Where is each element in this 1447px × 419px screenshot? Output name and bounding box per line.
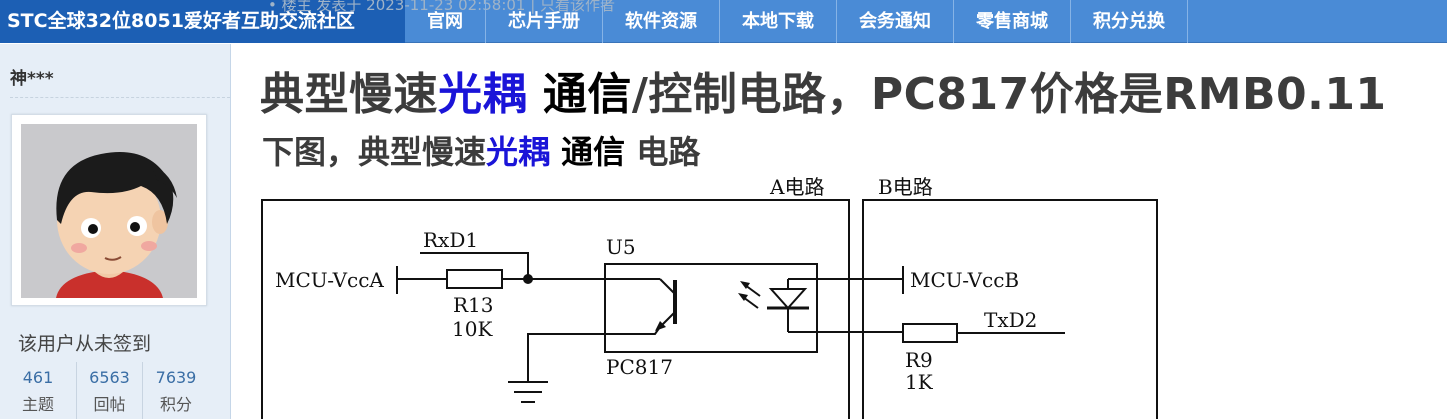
avatar[interactable] [21, 124, 197, 298]
label-r13: R13 [453, 293, 494, 317]
post-title-part1: 典型慢速 [260, 69, 438, 120]
user-stats: 461 主题 6563 回帖 7639 积分 [0, 362, 220, 419]
resistor-r13 [446, 269, 503, 289]
nav-meeting-notice[interactable]: 会务通知 [837, 0, 954, 43]
username[interactable]: 神*** [10, 69, 54, 89]
stat-replies-label: 回帖 [93, 395, 126, 414]
optocoupler-schematic: A电路 B电路 MCU-VccA R13 10K RxD1 U5 PC817 M… [261, 175, 1158, 419]
post-subtitle-dark: 通信 [550, 133, 626, 171]
label-r9: R9 [905, 348, 933, 372]
junction-dot [523, 274, 533, 284]
stat-topics-value[interactable]: 461 [22, 368, 54, 387]
main-nav: 官网 芯片手册 软件资源 本地下载 会务通知 零售商城 积分兑换 [405, 0, 1188, 43]
circuit-b-box [862, 199, 1158, 419]
label-a-circuit: A电路 [769, 175, 824, 199]
nav-official-site[interactable]: 官网 [405, 0, 486, 43]
label-txd2: TxD2 [984, 308, 1037, 332]
label-rxd1: RxD1 [423, 228, 478, 252]
label-b-circuit: B电路 [878, 175, 933, 199]
nav-software-resources[interactable]: 软件资源 [603, 0, 720, 43]
stat-points[interactable]: 7639 积分 [143, 362, 209, 419]
nav-chip-manual[interactable]: 芯片手册 [486, 0, 603, 43]
stat-topics[interactable]: 461 主题 [0, 362, 77, 419]
user-sidebar: 神*** 该用户从未签到 461 [0, 44, 231, 419]
nav-local-download[interactable]: 本地下载 [720, 0, 837, 43]
post-subtitle-part1: 下图，典型慢速 [262, 133, 487, 171]
optocoupler-u5 [604, 263, 818, 353]
stat-replies-value[interactable]: 6563 [89, 368, 130, 387]
label-mcu-vcc-a: MCU-VccA [275, 268, 384, 292]
led [768, 288, 808, 310]
circuit-a-box [261, 199, 850, 419]
post-title-dark: 通信 [527, 69, 632, 120]
post-meta-ghost-text: • 楼主 发表于 2023-11-23 02:58:01 | 只看该作者 [268, 0, 616, 14]
post-title-part2: /控制电路，PC817价格是RMB0.11 [631, 69, 1387, 120]
stat-points-label: 积分 [159, 395, 192, 414]
stat-topics-label: 主题 [21, 395, 54, 414]
post-subtitle-part2: 电路 [625, 133, 701, 171]
post-title: 典型慢速光耦 通信/控制电路，PC817价格是RMB0.11 [260, 58, 1387, 122]
site-brand[interactable]: STC全球32位8051爱好者互助交流社区 [0, 0, 405, 43]
label-u5: U5 [606, 235, 636, 259]
post-subtitle-highlight: 光耦 [486, 133, 551, 171]
sidebar-divider [10, 97, 230, 98]
post-content: 典型慢速光耦 通信/控制电路，PC817价格是RMB0.11 下图，典型慢速光耦… [231, 44, 1447, 419]
post-title-highlight: 光耦 [438, 69, 527, 120]
label-pc817: PC817 [606, 355, 673, 379]
label-r9-value: 1K [905, 370, 934, 394]
nav-points-exchange[interactable]: 积分兑换 [1071, 0, 1188, 43]
label-mcu-vcc-b: MCU-VccB [910, 268, 1019, 292]
stat-points-value[interactable]: 7639 [155, 368, 197, 387]
avatar-frame[interactable] [11, 114, 207, 306]
label-r13-value: 10K [452, 317, 493, 341]
top-navbar: STC全球32位8051爱好者互助交流社区 • 楼主 发表于 2023-11-2… [0, 0, 1447, 43]
nav-retail-store[interactable]: 零售商城 [954, 0, 1071, 43]
post-subtitle: 下图，典型慢速光耦 通信 电路 [262, 127, 700, 173]
signin-status: 该用户从未签到 [18, 333, 152, 355]
resistor-r9 [902, 323, 958, 343]
stat-replies[interactable]: 6563 回帖 [77, 362, 143, 419]
